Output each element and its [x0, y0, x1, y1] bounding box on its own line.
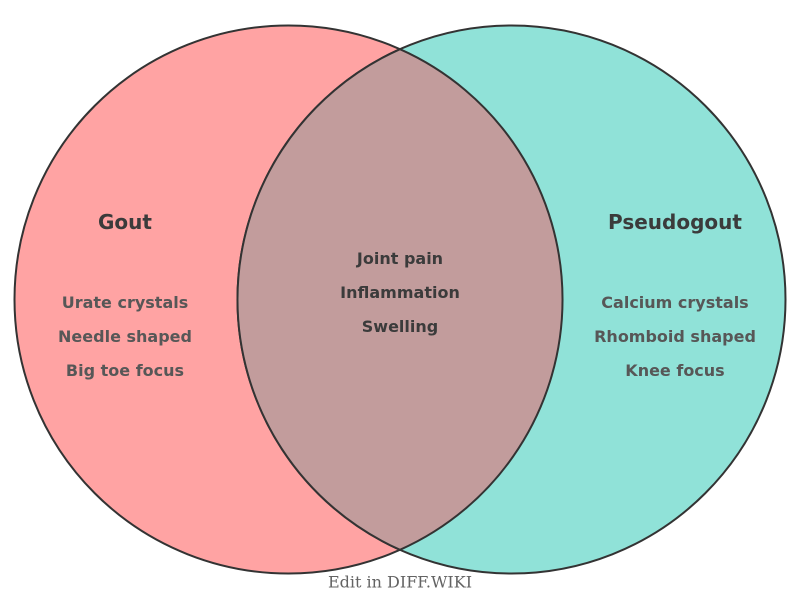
overlap-items: Joint pain Inflammation Swelling	[340, 242, 460, 344]
right-set-items: Calcium crystals Rhomboid shaped Knee fo…	[594, 286, 756, 388]
list-item: Knee focus	[625, 361, 725, 380]
venn-overlap-region	[236, 48, 564, 551]
list-item: Big toe focus	[65, 361, 185, 380]
right-set-title: Pseudogout	[608, 210, 742, 234]
list-item: Urate crystals	[61, 293, 189, 312]
list-item: Calcium crystals	[601, 293, 749, 312]
left-set-items: Urate crystals Needle shaped Big toe foc…	[58, 286, 192, 388]
left-set-title: Gout	[98, 210, 152, 234]
list-item: Joint pain	[356, 249, 444, 268]
list-item: Inflammation	[340, 283, 460, 302]
list-item: Needle shaped	[58, 327, 192, 346]
edit-in-diffwiki-link[interactable]: Edit in DIFF.WIKI	[327, 572, 473, 592]
list-item: Rhomboid shaped	[594, 327, 756, 346]
list-item: Swelling	[361, 317, 439, 336]
